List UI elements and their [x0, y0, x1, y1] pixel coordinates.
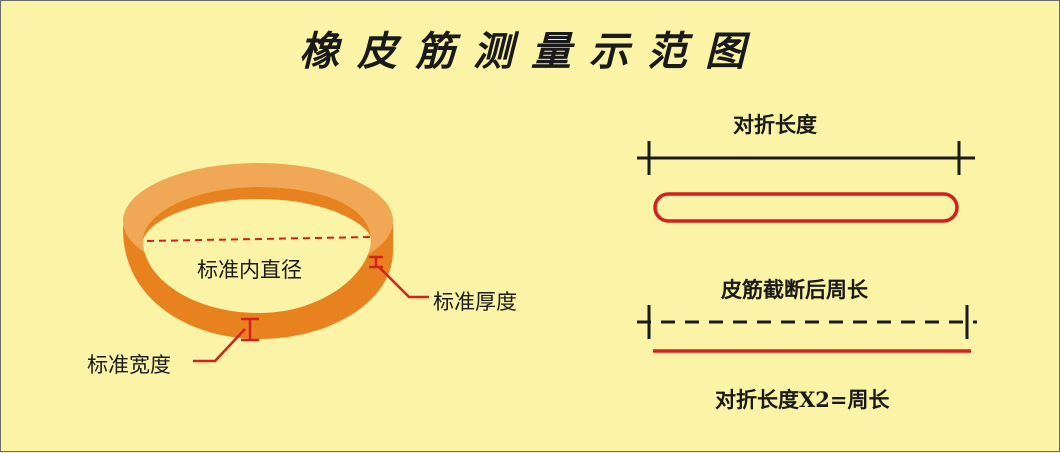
- folded-length-ruler: [637, 141, 975, 175]
- width-label: 标准宽度: [87, 353, 171, 377]
- folded-length-label: 对折长度: [733, 112, 817, 137]
- folded-band-shape: [653, 192, 959, 223]
- ring-inner-wall: [143, 187, 371, 241]
- formula-label: 对折长度X2=周长: [715, 387, 890, 412]
- ring-inner-opening: [143, 187, 371, 313]
- diagram-title: 橡皮筋测量示范图: [299, 28, 763, 75]
- inner-diameter-dashed-line: [146, 236, 372, 242]
- width-marker: [193, 317, 259, 363]
- cut-perimeter-ruler: [637, 305, 977, 339]
- thickness-marker: [369, 255, 429, 299]
- inner-diameter-label: 标准内直径: [197, 258, 302, 282]
- thickness-label: 标准厚度: [433, 290, 517, 314]
- rubber-ring: [123, 163, 393, 339]
- cut-perimeter-label: 皮筋截断后周长: [721, 277, 868, 302]
